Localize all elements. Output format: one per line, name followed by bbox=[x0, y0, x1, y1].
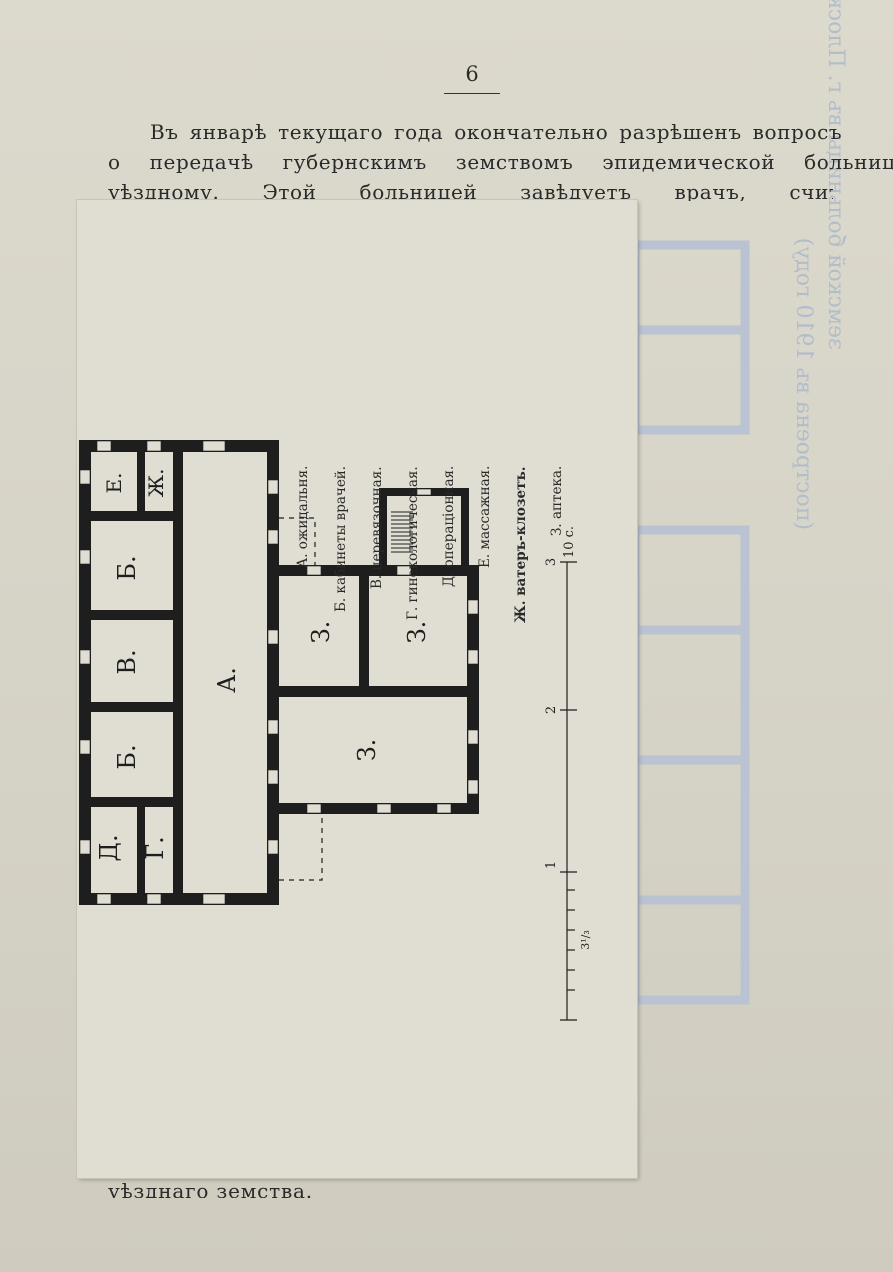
trailing-text: уѣзднаго земства. bbox=[108, 1179, 313, 1198]
scale-bar bbox=[560, 561, 577, 1021]
room-label-d: Д. bbox=[95, 834, 123, 861]
room-label-a: А. bbox=[213, 667, 241, 693]
page-number-rule bbox=[444, 93, 500, 94]
scale-tick-label: 2 bbox=[544, 706, 559, 714]
scale-labels: 3 2 1 10 с. 3¹/₃ bbox=[544, 526, 592, 950]
scale-tick-label: 3 bbox=[544, 558, 559, 566]
plan-walls bbox=[79, 440, 479, 905]
legend-item: Б. кабинеты врачей. bbox=[333, 465, 349, 612]
bleed-through-plan bbox=[630, 240, 750, 1005]
room-label-v: В. bbox=[113, 649, 141, 674]
page-number: 6 bbox=[465, 62, 479, 86]
floor-plan-sheet: А. Е. Ж. Б. В. Б. Д. Г. З. З. З. 3 2 1 1… bbox=[77, 200, 637, 1178]
plan-stairs bbox=[391, 511, 413, 553]
scale-tick-label: 1 bbox=[544, 861, 559, 869]
room-label-z3: З. bbox=[353, 739, 381, 762]
legend-item: Ж. ватеръ-клозетъ. bbox=[513, 466, 529, 624]
room-label-b1: Б. bbox=[113, 555, 141, 580]
room-label-g: Г. bbox=[141, 836, 169, 860]
plan-windows bbox=[79, 440, 479, 905]
room-label-z2: З. bbox=[403, 621, 431, 644]
plan-porches bbox=[279, 517, 323, 881]
legend-item: А. ожидальня. bbox=[295, 465, 311, 568]
legend-item: Е. массажная. bbox=[477, 465, 493, 568]
room-label-zh: Ж. bbox=[144, 469, 168, 498]
scale-fraction-label: 3¹/₃ bbox=[579, 930, 592, 950]
legend-item: Г. гинекологическая. bbox=[405, 466, 421, 620]
room-label-b2: Б. bbox=[113, 744, 141, 769]
floor-plan-drawing: А. Е. Ж. Б. В. Б. Д. Г. З. З. З. 3 2 1 1… bbox=[79, 440, 592, 1021]
room-label-z1: З. bbox=[307, 621, 335, 644]
room-labels: А. Е. Ж. Б. В. Б. Д. Г. З. З. З. bbox=[95, 469, 431, 862]
paragraph-line: Въ январѣ текущаго года окончательно раз… bbox=[150, 120, 843, 144]
paragraph-line: уѣздному. Этой больницей завѣдуетъ врачъ… bbox=[108, 180, 833, 201]
scale-end-label: 10 с. bbox=[562, 526, 577, 558]
legend-item: В. перевязочная. bbox=[369, 466, 385, 589]
legend-item: З. аптека. bbox=[549, 465, 565, 536]
bleed-through-reverse-page: (построена въ 1910 году) земской больниц… bbox=[620, 0, 893, 1200]
legend-item: Д. операціонная. bbox=[441, 465, 457, 587]
paragraph-line: о передачѣ губернскимъ земствомъ эпидеми… bbox=[108, 150, 893, 174]
room-label-e: Е. bbox=[102, 473, 126, 494]
bleed-through-line: (построена въ 1910 году) bbox=[791, 237, 816, 530]
